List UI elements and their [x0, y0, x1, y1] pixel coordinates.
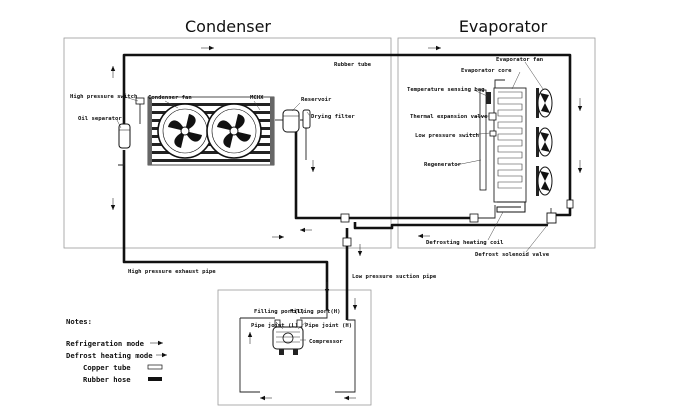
label-mchx: MCHX: [250, 95, 264, 101]
leader-lines: [116, 61, 550, 341]
label-pipe-joint-l: Pipe joint (L): [251, 322, 298, 329]
label-evaporator-fan: Evaporator fan: [496, 57, 543, 63]
condenser-title: Condenser: [185, 17, 271, 36]
low-pressure-switch-icon: [489, 130, 497, 137]
label-filling-port-h: Filling port(H): [290, 309, 341, 315]
label-regenerator: Regenerator: [424, 162, 462, 168]
label-evaporator-core: Evaporator core: [461, 68, 512, 74]
defrost-solenoid-valve-icon: [546, 208, 557, 224]
pipe-joint-markers: [340, 199, 574, 247]
legend-defrost-heating-mode: Defrost heating mode: [66, 351, 153, 360]
thermal-expansion-valve-icon: [488, 112, 497, 121]
condenser-fan-icon: [157, 103, 213, 159]
label-defrosting-heating-coil: Defrosting heating coil: [426, 240, 503, 246]
label-reservoir: Reservoir: [301, 97, 332, 103]
label-low-pressure-switch: Low pressure switch: [415, 133, 479, 139]
evaporator-fan-icon: [536, 127, 553, 157]
label-rubber-tube: Rubber tube: [334, 62, 372, 68]
regenerator-icon: [479, 89, 487, 191]
evaporator-fan-icon: [536, 88, 553, 118]
condenser-fan-icon: [206, 103, 262, 159]
evaporator-title: Evaporator: [459, 17, 548, 36]
legend-rubber-hose: Rubber hose: [83, 375, 131, 384]
label-high-pressure-switch: High pressure switch: [70, 94, 137, 100]
label-thermal-expansion-valve: Thermal expansion valve: [410, 114, 488, 120]
label-pipe-joint-h: Pipe joint (H): [305, 322, 352, 329]
evaporator-unit-box: [397, 37, 596, 249]
condenser-unit-box: [63, 37, 392, 249]
legend-copper-tube: Copper tube: [83, 363, 131, 372]
high-pressure-switch-icon: [135, 97, 145, 105]
legend-refrigeration-mode: Refrigeration mode: [66, 339, 145, 348]
legend-copper-tube-swatch: [147, 364, 163, 370]
temperature-sensing-bag-icon: [486, 92, 491, 104]
label-condenser-fan: Condenser fan: [148, 95, 192, 101]
legend: Notes: Refrigeration mode Defrost heatin…: [66, 317, 167, 384]
label-compressor: Compressor: [309, 339, 343, 345]
legend-heading: Notes:: [66, 317, 92, 326]
evaporator-fan-icon: [536, 166, 553, 196]
legend-rubber-hose-swatch: [148, 377, 162, 381]
label-oil-separator: Oil separator: [78, 116, 122, 122]
defrosting-heating-coil-icon: [496, 201, 526, 213]
drying-filter-icon: [302, 109, 311, 129]
reservoir-icon: [282, 109, 300, 133]
evaporator-core-coil: [493, 87, 527, 203]
label-filling-port-l: Filling port(L): [254, 309, 305, 315]
label-defrost-solenoid-valve: Defrost solenoid valve: [475, 252, 550, 258]
label-low-pressure-suction-pipe: Low pressure suction pipe: [352, 274, 437, 280]
flow-arrows: [110, 45, 583, 401]
label-temperature-sensing-bag: Temperature sensing bag: [407, 87, 484, 93]
label-drying-filter: Drying filter: [311, 114, 355, 120]
label-high-pressure-exhaust-pipe: High pressure exhaust pipe: [128, 269, 216, 275]
oil-separator-icon: [118, 123, 131, 149]
compressor-unit-box: [217, 289, 372, 406]
